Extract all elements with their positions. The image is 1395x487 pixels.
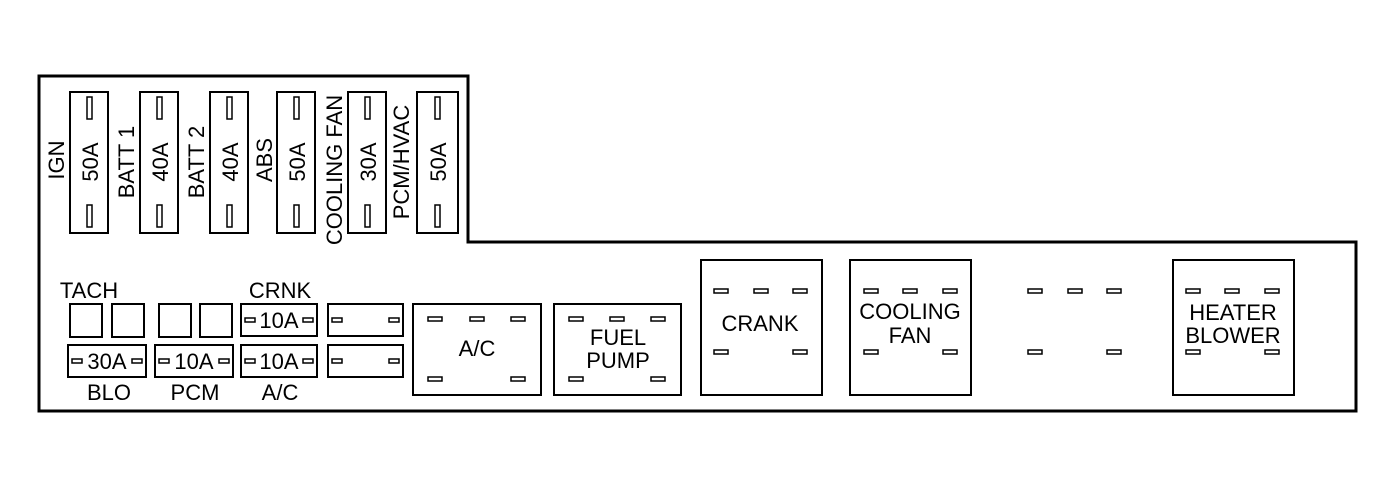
maxi-fuse-ign: 50A: [69, 91, 109, 234]
maxi-fuse-rating: 50A: [78, 142, 103, 181]
mini-fuse-ac: 10A: [240, 344, 318, 378]
mini-fuse-label-blo: BLO: [87, 380, 131, 405]
maxi-fuse-label-abs: ABS: [252, 138, 277, 182]
mini-fuse-rating: 10A: [259, 308, 298, 333]
maxi-fuse-batt1: 40A: [139, 91, 179, 234]
relay-label: PUMP: [586, 348, 650, 373]
relay-label: HEATER: [1189, 300, 1277, 325]
maxi-fuse-label-ign: IGN: [44, 140, 69, 179]
mini-fuse-label-crnk: CRNK: [249, 278, 312, 303]
relay-label: FAN: [889, 323, 932, 348]
relay-label: BLOWER: [1185, 323, 1280, 348]
relay-label: FUEL: [590, 325, 646, 350]
maxi-fuse-pcm-hvac: 50A: [416, 91, 459, 234]
maxi-fuse-cooling-fan: 30A: [347, 91, 387, 234]
fuse-block-outline: [37, 74, 1358, 413]
mini-fuse-label-ac: A/C: [262, 380, 299, 405]
empty-fuse-cavity: [199, 303, 233, 338]
mini-fuse-blo: 30A: [67, 344, 147, 378]
mini-fuse-label-tach: TACH: [60, 278, 118, 303]
maxi-fuse-rating: 40A: [148, 142, 173, 181]
mini-fuse-pcm: 10A: [154, 344, 234, 378]
maxi-fuse-abs: 50A: [276, 91, 316, 234]
maxi-fuse-rating: 30A: [356, 142, 381, 181]
maxi-fuse-rating: 50A: [426, 142, 451, 181]
relay-ac: A/C: [412, 303, 542, 396]
maxi-fuse-label-batt1: BATT 1: [114, 126, 139, 199]
empty-fuse-cavity: [158, 303, 192, 338]
empty-fuse-cavity: [327, 303, 404, 337]
empty-relay-cavity: [1027, 288, 1122, 355]
maxi-fuse-rating: 50A: [285, 142, 310, 181]
empty-fuse-cavity: [111, 303, 145, 338]
relay-cooling-fan: COOLING FAN: [849, 259, 972, 396]
mini-fuse-rating: 10A: [259, 349, 298, 374]
maxi-fuse-label-pcm-hvac: PCM/HVAC: [389, 105, 414, 220]
mini-fuse-crnk: 10A: [240, 303, 318, 337]
relay-label: CRANK: [721, 311, 798, 336]
maxi-fuse-label-cooling-fan: COOLING FAN: [322, 95, 347, 245]
relay-crank: CRANK: [700, 259, 823, 396]
mini-fuse-rating: 30A: [87, 349, 126, 374]
relay-fuel-pump: FUEL PUMP: [553, 303, 682, 396]
relay-label: COOLING: [859, 299, 960, 324]
maxi-fuse-batt2: 40A: [209, 91, 249, 234]
relay-heater-blower: HEATER BLOWER: [1172, 259, 1295, 396]
relay-label: A/C: [459, 336, 496, 361]
mini-fuse-rating: 10A: [174, 349, 213, 374]
empty-fuse-cavity: [327, 344, 404, 378]
empty-fuse-cavity: [69, 303, 103, 338]
maxi-fuse-label-batt2: BATT 2: [184, 126, 209, 199]
maxi-fuse-rating: 40A: [218, 142, 243, 181]
mini-fuse-label-pcm: PCM: [171, 380, 220, 405]
